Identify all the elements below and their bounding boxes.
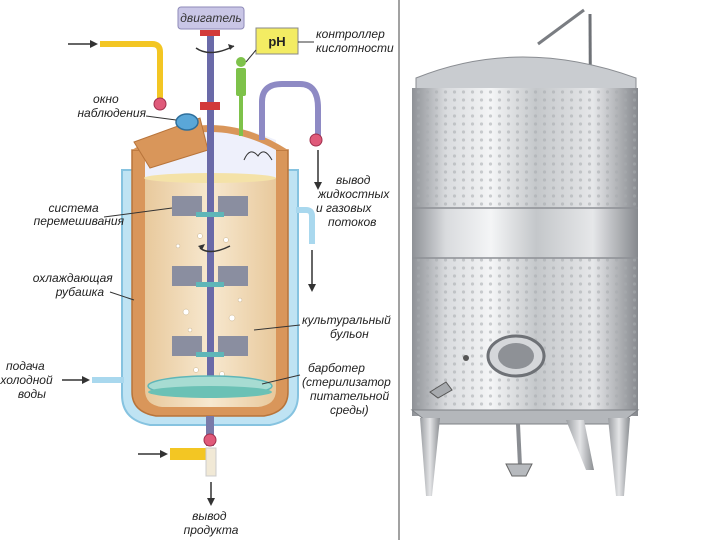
observation-window — [176, 114, 198, 130]
ph-sensor-head — [236, 57, 246, 67]
sparger-plate — [148, 386, 272, 398]
rotation-arrow-top — [196, 46, 234, 53]
tank-sample-valve — [463, 355, 469, 361]
feed-inlet-valve — [154, 98, 166, 110]
tank-dimple-upper — [412, 88, 638, 208]
label-cooling-jacket: охлаждающая рубашка — [33, 271, 116, 299]
shaft-seal-top — [200, 30, 220, 36]
gas-outlet-tube — [262, 84, 318, 140]
label-culture-broth: культуральный бульон — [302, 313, 394, 341]
feed-inlet-arrow-head — [90, 40, 98, 48]
product-drain — [206, 448, 216, 476]
tank-manway-inner — [498, 343, 534, 369]
label-product-outlet: вывод продукта — [184, 509, 239, 537]
shaft-seal-lid — [200, 102, 220, 110]
tank-leg-middle — [566, 420, 594, 470]
mixing-shaft — [207, 30, 214, 390]
label-mixing-system: система перемешивания — [34, 201, 125, 228]
tank-leg-right — [608, 418, 630, 496]
cold-water-arrow-head — [82, 376, 90, 384]
label-gas-outlet: вывод жидкостных и газовых потоков — [316, 173, 393, 229]
gas-outlet-valve — [310, 134, 322, 146]
ph-leader — [246, 50, 256, 62]
bioreactor-diagram: двигатель pH — [0, 7, 394, 537]
label-observation-window: окно наблюдения — [77, 92, 146, 120]
ph-probe — [239, 96, 243, 136]
label-acidity-controller: контроллер кислотности — [316, 27, 394, 55]
motor-label: двигатель — [180, 11, 241, 25]
tank-outlet-valve — [506, 464, 532, 476]
tank-leg-left — [420, 418, 440, 496]
nutrient-arrow-head — [160, 450, 168, 458]
ph-sensor-body — [236, 68, 246, 96]
leader-window — [146, 116, 176, 120]
label-cold-water: подача холодной воды — [0, 359, 56, 401]
label-sparger: барботер (стерилизатор питательной среды… — [302, 361, 394, 417]
tank-outlet-pipe — [518, 424, 520, 466]
product-arrow-head — [207, 498, 215, 506]
product-outlet-valve — [204, 434, 216, 446]
ph-label: pH — [268, 34, 285, 49]
tank-bottom — [412, 410, 638, 424]
water-outlet-arrow-head — [308, 284, 316, 292]
tank-photo — [412, 10, 638, 496]
tank-vent-rod — [538, 10, 584, 44]
nutrient-inlet — [170, 448, 206, 460]
